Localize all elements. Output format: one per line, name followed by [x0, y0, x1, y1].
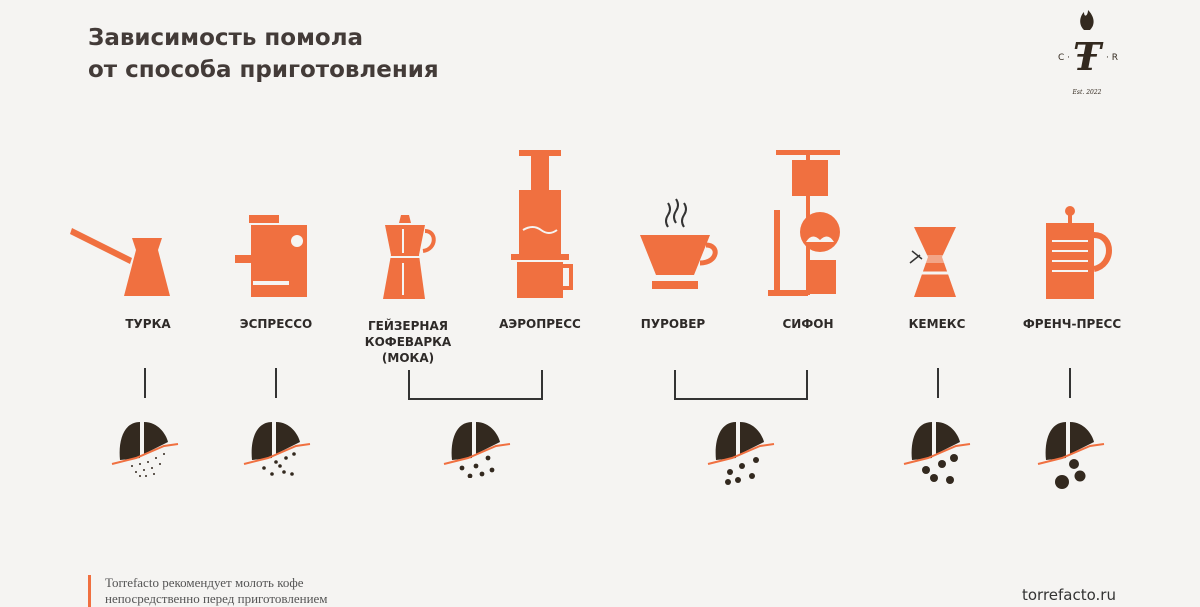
footer-note-line1: Torrefacto рекомендует молоть кофе — [105, 575, 304, 590]
bracket-moka-aeropress — [408, 370, 543, 400]
chemex-icon — [909, 227, 956, 297]
connector-turka — [144, 368, 146, 398]
connector-espresso — [275, 368, 277, 398]
title-line-1: Зависимость помола — [88, 25, 364, 51]
turka-icon — [70, 228, 170, 296]
label-chemex: КЕМЕКС — [908, 317, 966, 331]
label-french-press: ФРЕНЧ-ПРЕСС — [1022, 317, 1122, 331]
french-press-icon — [1046, 206, 1112, 299]
label-moka-line2: КОФЕВАРКА — [364, 335, 452, 349]
svg-text:C ·: C · — [1058, 53, 1070, 63]
label-moka-line3: (МОКА) — [381, 351, 435, 365]
siphon-icon — [768, 150, 840, 296]
label-siphon: СИФОН — [782, 317, 834, 331]
label-espresso: ЭСПРЕССО — [239, 317, 313, 331]
espresso-icon — [235, 215, 307, 297]
label-pourover: ПУРОВЕР — [640, 317, 706, 331]
label-aeropress: АЭРОПРЕСС — [499, 317, 581, 331]
site-link[interactable]: torrefacto.ru — [1022, 586, 1116, 604]
title-line-2: от способа приготовления — [88, 57, 439, 83]
bean-fine-icon — [243, 422, 311, 476]
bean-medium-coarse-icon — [903, 422, 971, 484]
label-moka-line1: ГЕЙЗЕРНАЯ — [368, 319, 448, 333]
bean-medium-fine-icon — [443, 422, 511, 478]
bean-coarse-icon — [1037, 422, 1105, 489]
svg-text:Est. 2022: Est. 2022 — [1072, 89, 1102, 96]
label-moka: ГЕЙЗЕРНАЯ КОФЕВАРКА (МОКА) — [365, 318, 451, 366]
connector-french-press — [1069, 368, 1071, 398]
label-turka: ТУРКА — [125, 317, 171, 331]
bracket-pourover-siphon — [674, 370, 808, 400]
bean-medium-icon — [707, 422, 775, 485]
svg-text:Ŧ: Ŧ — [1073, 34, 1104, 79]
aeropress-icon — [511, 150, 573, 298]
connector-chemex — [937, 368, 939, 398]
moka-pot-icon — [383, 215, 436, 299]
svg-text:· R: · R — [1106, 53, 1118, 63]
footer-note-line2: непосредственно перед приготовлением — [105, 591, 328, 606]
torrefacto-logo: Ŧ C · · R Est. 2022 — [1058, 10, 1118, 96]
bean-extra-fine-icon — [111, 422, 179, 477]
pourover-icon — [640, 198, 718, 289]
page-title: Зависимость помола от способа приготовле… — [88, 22, 439, 86]
footer-note: Torrefacto рекомендует молоть кофе непос… — [88, 575, 328, 607]
